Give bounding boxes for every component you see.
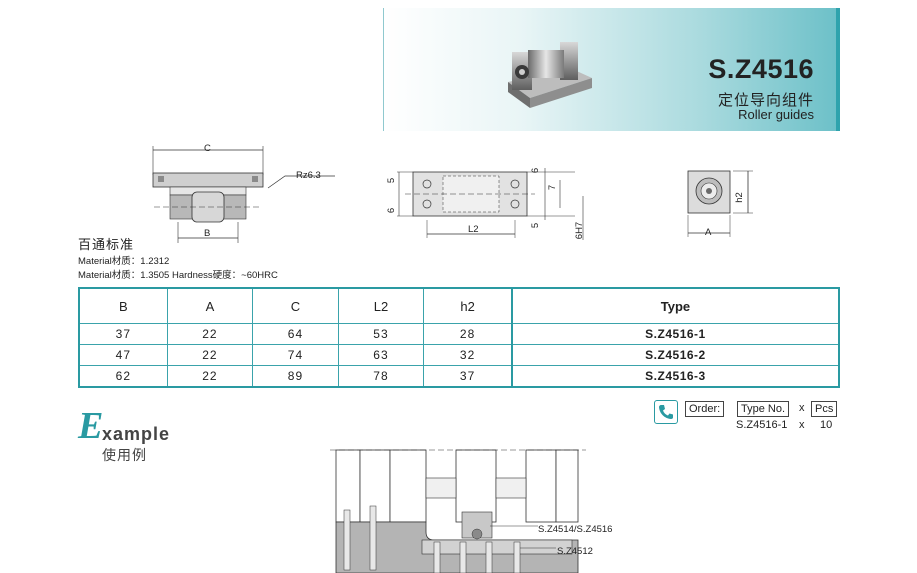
example-assembly-drawing [330, 449, 586, 573]
header-type: Type [510, 287, 840, 324]
cell-c: 89 [252, 365, 339, 388]
surface-roughness-label: Rz6.3 [296, 170, 321, 181]
standard-label: 百通标准 [78, 237, 135, 252]
dim-label-6b: 6 [530, 167, 542, 174]
cell-type: S.Z4516-2 [510, 344, 840, 366]
table-row: 37 22 64 53 28 S.Z4516-1 [78, 323, 840, 345]
table-row: 62 22 89 78 37 S.Z4516-3 [78, 365, 840, 388]
table-header-row: B A C L2 h2 Type [78, 287, 840, 324]
product-code: S.Z4516 [708, 54, 814, 84]
table-row: 47 22 74 63 32 S.Z4516-2 [78, 344, 840, 366]
cell-c: 74 [252, 344, 339, 366]
phone-icon[interactable] [654, 400, 678, 424]
example-heading-initial: E [78, 405, 104, 447]
header-c: C [252, 287, 339, 324]
pcs-label: Pcs [811, 401, 838, 417]
dim-label-6a: 6 [386, 207, 398, 214]
cell-a: 22 [166, 323, 254, 345]
cell-type: S.Z4516-1 [510, 323, 840, 345]
cell-c: 64 [252, 323, 339, 345]
header-banner [383, 8, 839, 131]
multiply-sign: x [799, 402, 805, 414]
header-b: B [78, 287, 168, 324]
cell-l2: 63 [337, 344, 425, 366]
product-title-cn: 定位导向组件 [717, 92, 814, 109]
drawing-front-view [152, 146, 335, 243]
type-no-label: Type No. [737, 401, 790, 417]
order-type-value: S.Z4516-1 [736, 419, 788, 431]
dim-label-b: B [204, 228, 211, 239]
example-heading: xample [102, 424, 171, 444]
order-multiply-sign: x [799, 419, 805, 431]
dim-label-5a: 5 [386, 177, 398, 184]
material-line-1: Material材质：1.2312 [78, 256, 170, 267]
cell-l2: 78 [337, 365, 425, 388]
cell-b: 37 [78, 323, 168, 345]
dim-label-6h7: 6H7 [574, 221, 586, 240]
dim-label-7: 7 [547, 184, 559, 191]
order-quantity: 10 [820, 419, 833, 431]
example-label-bottom: S.Z4512 [557, 546, 593, 557]
header-banner-edge [836, 8, 840, 131]
dim-label-l2: L2 [468, 224, 479, 235]
cell-h2: 32 [423, 344, 513, 366]
cell-b: 62 [78, 365, 168, 388]
phone-icon-glyph [659, 405, 673, 419]
cell-b: 47 [78, 344, 168, 366]
drawing-side-view [687, 170, 753, 237]
example-heading-cn: 使用例 [102, 447, 147, 463]
header-l2: L2 [337, 287, 425, 324]
cell-type: S.Z4516-3 [510, 365, 840, 388]
order-label: Order: [685, 401, 725, 417]
header-a: A [166, 287, 254, 324]
cell-h2: 37 [423, 365, 513, 388]
cell-h2: 28 [423, 323, 513, 345]
product-title-en: Roller guides [738, 107, 814, 122]
dim-label-5b: 5 [530, 222, 542, 229]
cell-a: 22 [166, 365, 254, 388]
cell-a: 22 [166, 344, 254, 366]
material-line-2: Material材质：1.3505 Hardness硬度：~60HRC [78, 270, 278, 281]
drawing-top-view [397, 168, 584, 240]
dim-label-c: C [204, 143, 211, 154]
product-photo [508, 42, 592, 108]
example-label-top: S.Z4514/S.Z4516 [538, 524, 613, 535]
cell-l2: 53 [337, 323, 425, 345]
dim-label-a: A [705, 227, 712, 238]
spec-table: B A C L2 h2 Type 37 22 64 53 28 S.Z4516-… [78, 287, 840, 388]
header-h2: h2 [423, 287, 513, 324]
dim-label-h2: h2 [733, 192, 745, 203]
